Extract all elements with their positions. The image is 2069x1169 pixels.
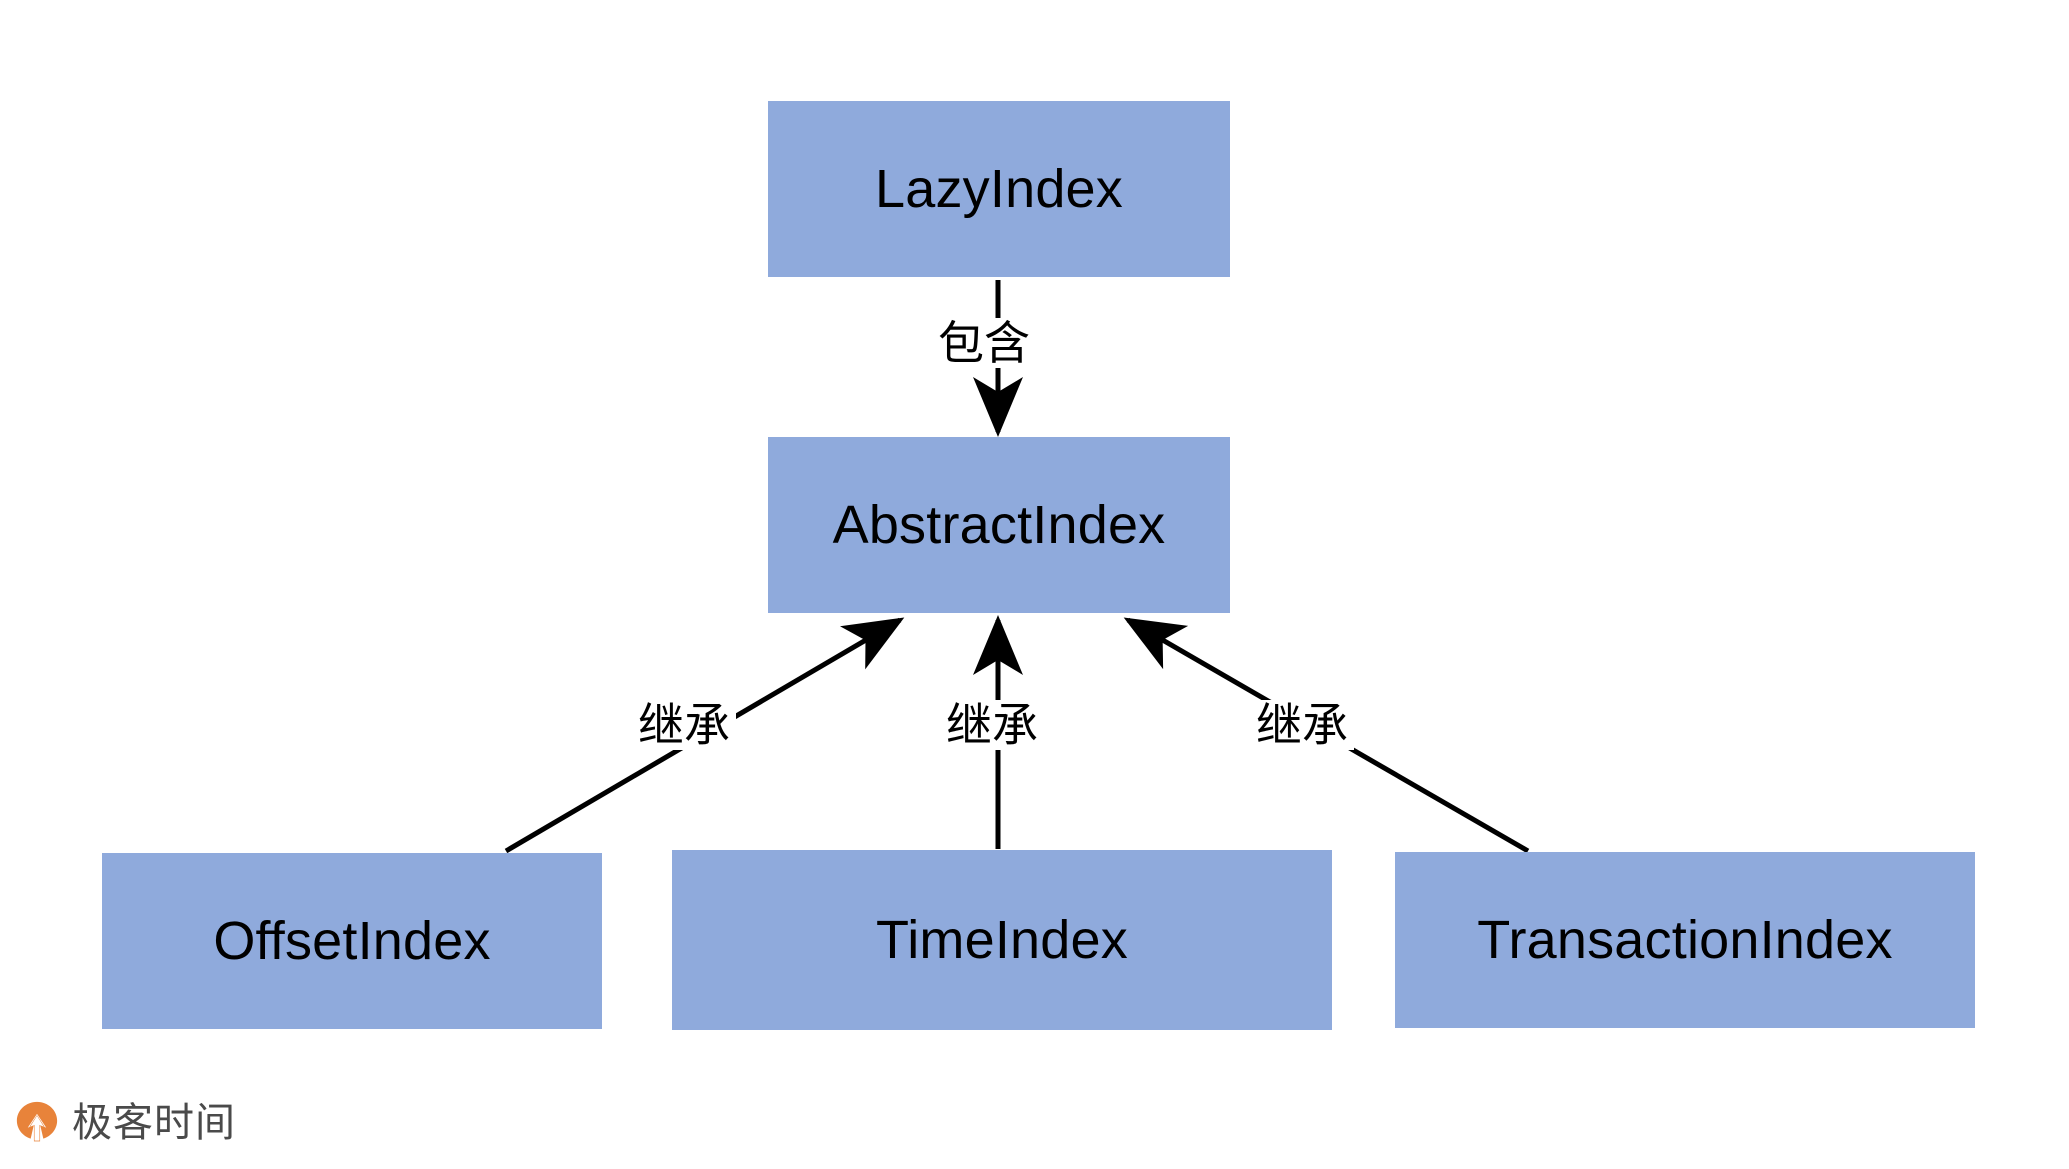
node-abstractindex[interactable]: AbstractIndex [768,437,1230,613]
node-lazyindex[interactable]: LazyIndex [768,101,1230,277]
node-transactionindex[interactable]: TransactionIndex [1395,852,1975,1028]
geektime-logo-icon [16,1101,58,1142]
edge-label-inherits-timeindex: 继承 [940,700,1044,750]
edge-label-inherits-offsetindex: 继承 [632,700,736,750]
node-lazyindex-label: LazyIndex [875,159,1123,219]
geektime-watermark: 极客时间 [14,1100,236,1146]
node-transactionindex-label: TransactionIndex [1477,910,1893,970]
node-timeindex-label: TimeIndex [876,910,1128,970]
edge-label-inherits-transactionindex: 继承 [1250,700,1354,750]
node-offsetindex[interactable]: OffsetIndex [102,853,602,1029]
edge-label-contains: 包含 [932,318,1036,368]
node-timeindex[interactable]: TimeIndex [672,850,1332,1030]
geektime-wordmark: 极客时间 [72,1100,236,1146]
node-abstractindex-label: AbstractIndex [832,495,1166,555]
node-offsetindex-label: OffsetIndex [213,911,491,971]
